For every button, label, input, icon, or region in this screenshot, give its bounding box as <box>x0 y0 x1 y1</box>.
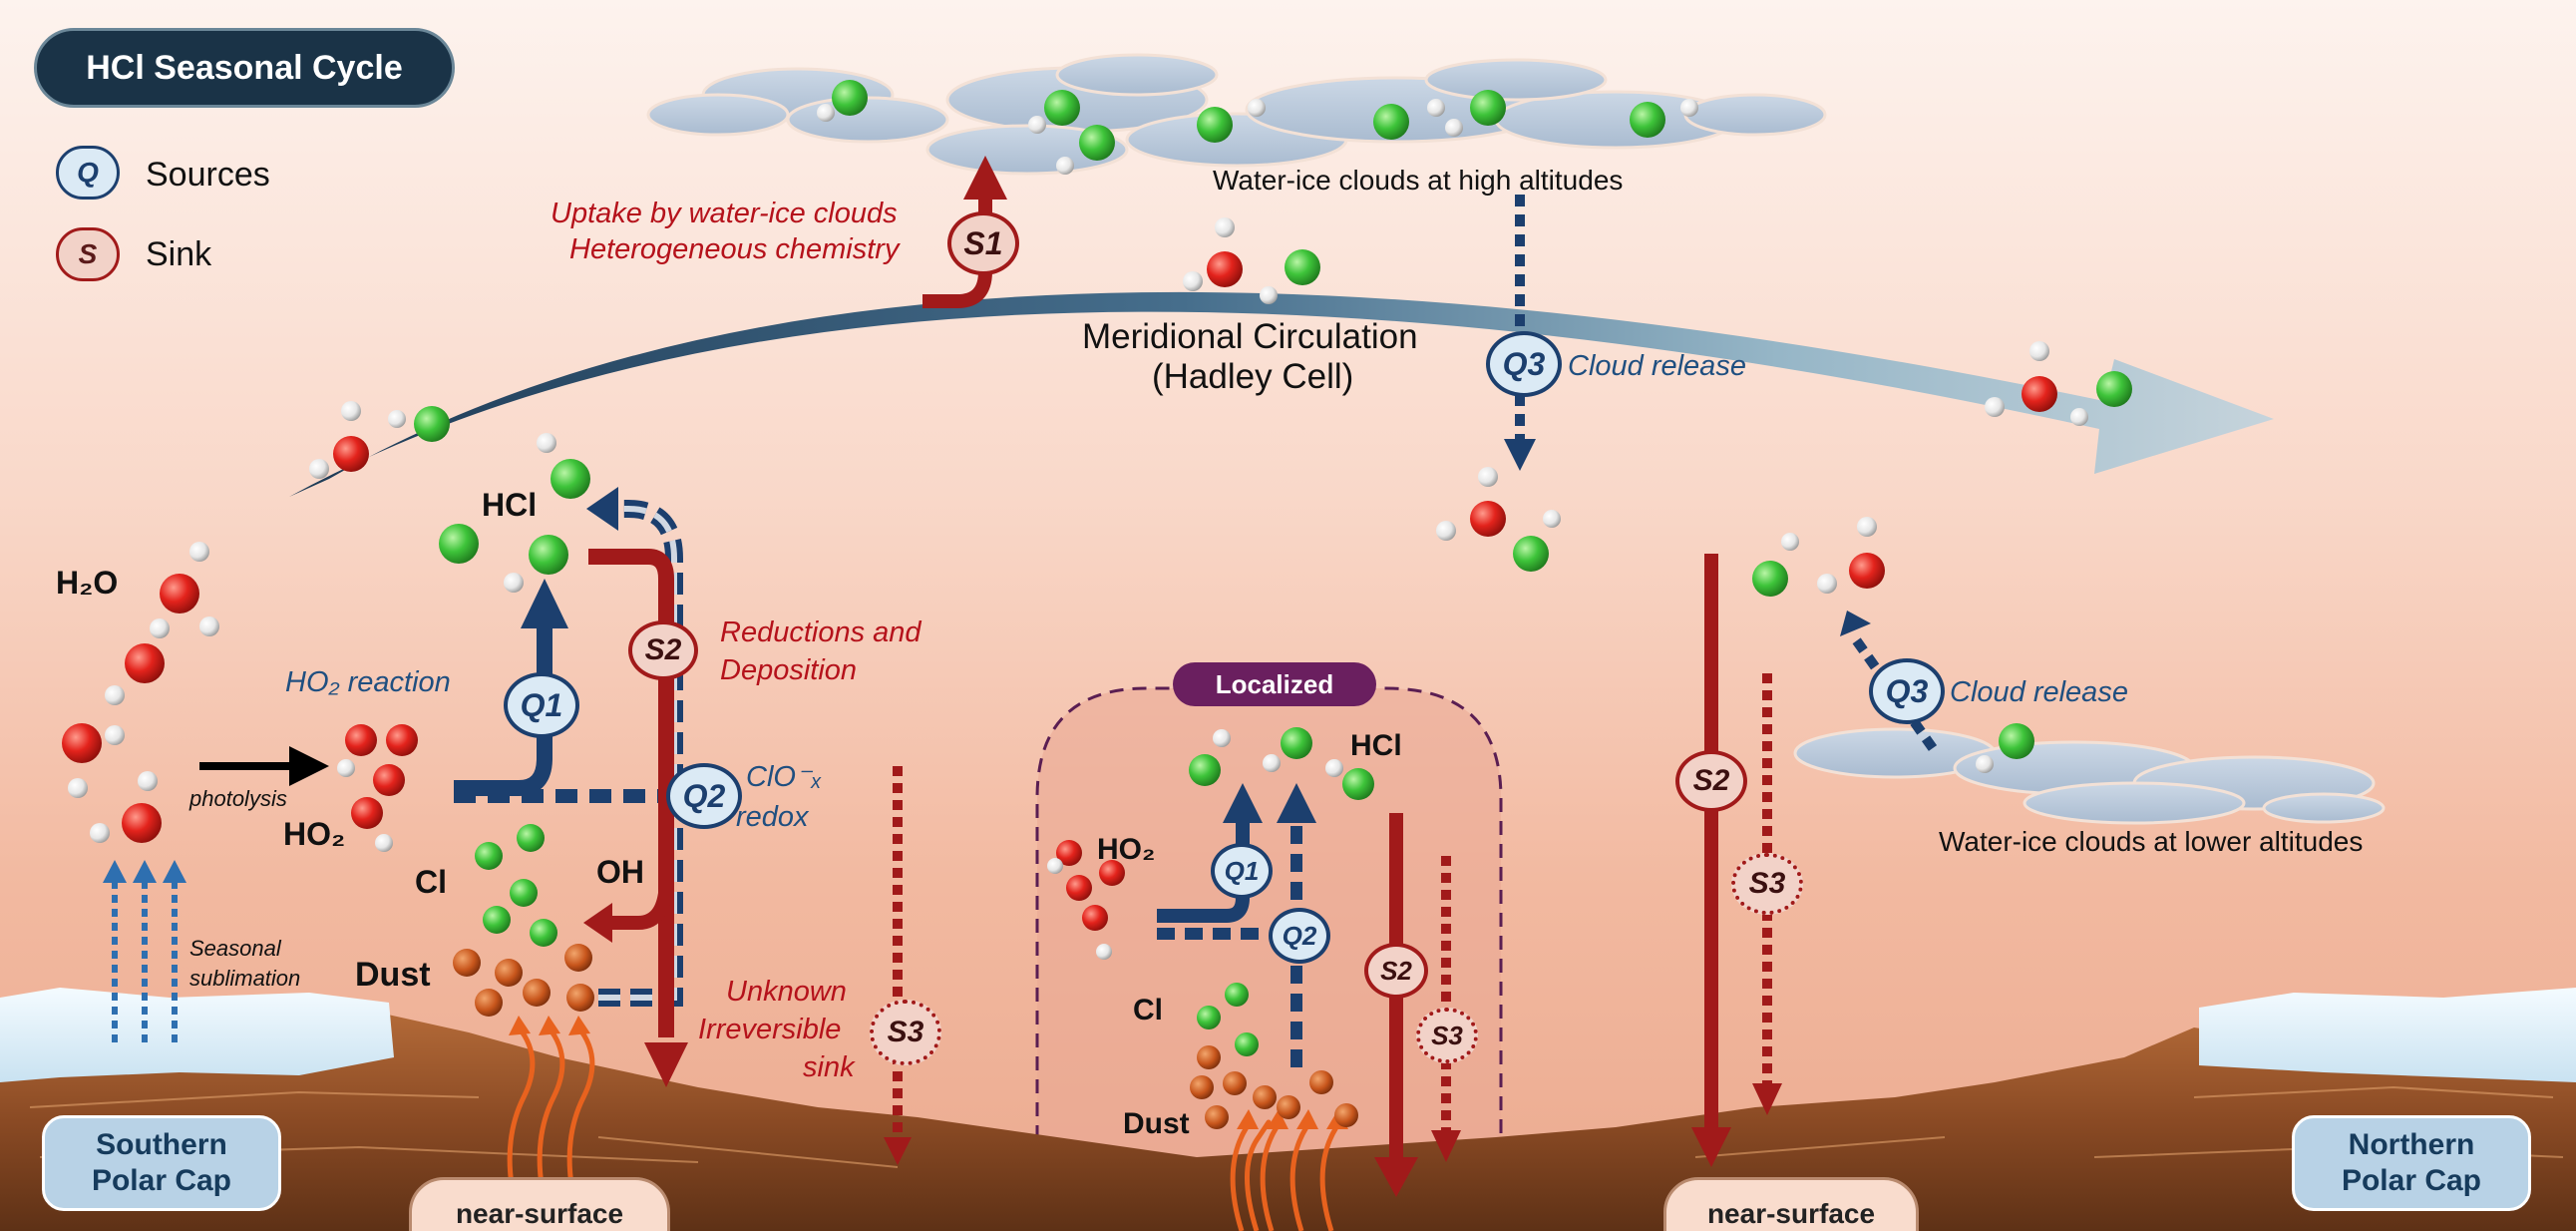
s2-badge-right: S2 <box>1675 750 1747 812</box>
unknown-sink-label-line2: Irreversible <box>698 1014 842 1045</box>
s2-sink-arrow <box>583 549 688 1087</box>
unknown-sink-label-line3: sink <box>803 1051 855 1083</box>
northern-ice-cap <box>2199 988 2576 1082</box>
diagram-title: HCl Seasonal Cycle <box>34 28 455 108</box>
localized-cl-label: Cl <box>1133 994 1163 1026</box>
dust-heating-arrows-localized <box>1230 1119 1339 1231</box>
circulation-label-line2: (Hadley Cell) <box>1152 357 1354 396</box>
s2-badge-localized: S2 <box>1364 943 1428 999</box>
q3-badge-top: Q3 <box>1486 331 1562 397</box>
low-altitude-clouds <box>1793 727 2386 825</box>
localized-dust-label: Dust <box>1123 1107 1190 1140</box>
martian-terrain <box>0 1013 2576 1231</box>
northern-polar-cap-box: Northern Polar Cap <box>2292 1115 2531 1211</box>
q2-source-arrow <box>454 487 683 1007</box>
seasonal-label-line2: sublimation <box>189 966 301 991</box>
high-clouds-label: Water-ice clouds at high altitudes <box>1213 165 1624 196</box>
ho2-label: HO₂ <box>283 816 346 852</box>
s1-badge: S1 <box>947 211 1019 275</box>
reductions-label-line2: Deposition <box>720 654 858 686</box>
low-clouds-label: Water-ice clouds at lower altitudes <box>1939 826 2364 857</box>
s3-badge-localized: S3 <box>1416 1008 1478 1063</box>
uptake-label-line2: Heterogeneous chemistry <box>569 233 900 265</box>
unknown-sink-label-line1: Unknown <box>726 976 847 1008</box>
northern-cap-line1: Northern <box>2348 1128 2475 1161</box>
q2-badge-left: Q2 <box>666 763 742 829</box>
q3-badge-right: Q3 <box>1869 658 1945 724</box>
clo-label-line1: ClO⁻ₓ <box>746 761 823 793</box>
southern-cap-line2: Polar Cap <box>91 1164 232 1197</box>
s3-badge-left: S3 <box>870 1000 941 1065</box>
southern-ice-cap <box>0 988 394 1082</box>
high-altitude-clouds <box>646 53 1827 176</box>
cl-label: Cl <box>415 864 447 900</box>
q1-badge-left: Q1 <box>504 672 579 738</box>
near-surface-box-right: near-surface <box>1663 1177 1919 1231</box>
localized-region <box>1035 686 1503 1231</box>
s2-badge-left: S2 <box>628 620 698 680</box>
molecules <box>62 80 2132 1129</box>
legend-source-symbol: Q <box>56 146 120 200</box>
southern-cap-line1: Southern <box>96 1128 227 1161</box>
ho2-reaction-label: HO₂ reaction <box>285 666 451 698</box>
legend-sink-symbol: S <box>56 227 120 281</box>
q2-badge-localized: Q2 <box>1269 908 1330 964</box>
uptake-label-line1: Uptake by water-ice clouds <box>551 198 898 229</box>
near-surface-box-left: near-surface <box>409 1177 670 1231</box>
reductions-label-line1: Reductions and <box>720 616 921 648</box>
localized-badge: Localized <box>1173 662 1376 706</box>
cloud-release-label-top: Cloud release <box>1568 350 1746 382</box>
q1-source-arrow <box>454 618 552 796</box>
localized-ho2-label: HO₂ <box>1097 833 1156 866</box>
s3-badge-right: S3 <box>1731 853 1803 915</box>
oh-label: OH <box>596 854 644 890</box>
dust-label: Dust <box>355 956 431 994</box>
q1-badge-localized: Q1 <box>1211 843 1273 899</box>
circulation-label-line1: Meridional Circulation <box>1082 317 1418 356</box>
southern-polar-cap-box: Southern Polar Cap <box>42 1115 281 1211</box>
legend-sink-label: Sink <box>146 235 212 273</box>
meridional-circulation-arrow <box>289 291 2274 497</box>
legend-source-label: Sources <box>146 156 270 194</box>
h2o-label: H₂O <box>56 565 119 601</box>
cloud-release-label-right: Cloud release <box>1950 676 2128 708</box>
northern-cap-line2: Polar Cap <box>2341 1164 2482 1197</box>
seasonal-label-line1: Seasonal <box>189 936 281 961</box>
clo-label-line2: redox <box>736 801 809 833</box>
photolysis-label: photolysis <box>189 786 287 811</box>
hcl-label: HCl <box>482 487 538 523</box>
localized-hcl-label: HCl <box>1350 729 1402 762</box>
